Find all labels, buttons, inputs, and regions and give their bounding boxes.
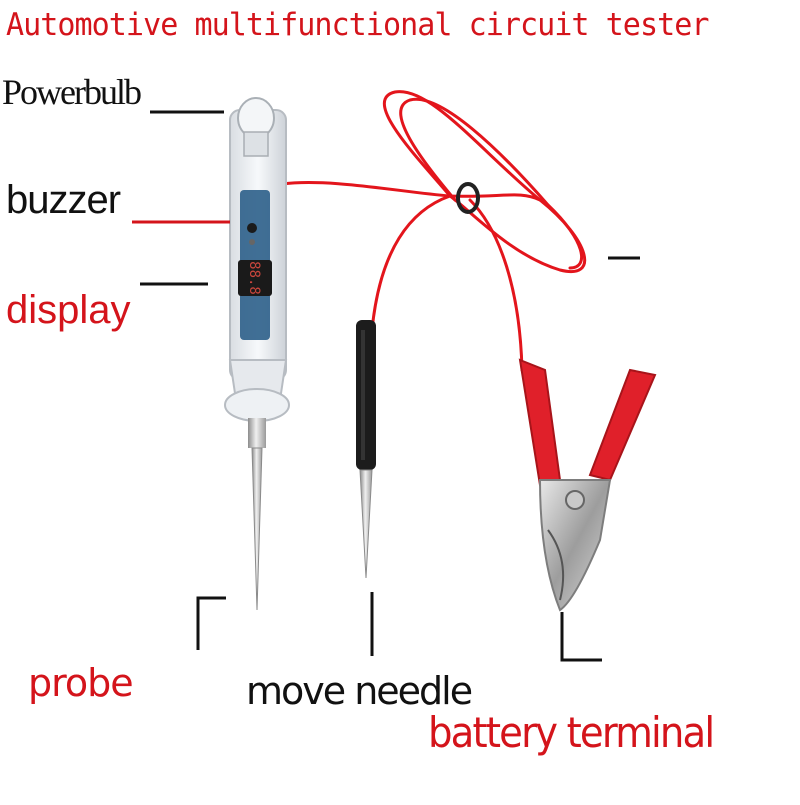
- lcd-display: [238, 260, 272, 296]
- page-title: Automotive multifunctional circuit teste…: [6, 7, 709, 43]
- callout-lines: [140, 110, 640, 662]
- move-needle: [356, 320, 376, 579]
- cable-tie: [456, 182, 480, 214]
- label-buzzer: buzzer: [6, 178, 121, 222]
- label-display: display: [6, 288, 131, 332]
- tester-body: [224, 97, 290, 611]
- display-readout: 88.8: [246, 261, 262, 295]
- label-battery-terminal: battery terminal: [428, 708, 715, 757]
- alligator-clip: [518, 358, 657, 612]
- label-move-needle: move needle: [246, 669, 473, 713]
- label-powerbulb: Powerbulb: [2, 72, 142, 112]
- label-probe: probe: [28, 661, 134, 705]
- red-cable: [280, 90, 587, 372]
